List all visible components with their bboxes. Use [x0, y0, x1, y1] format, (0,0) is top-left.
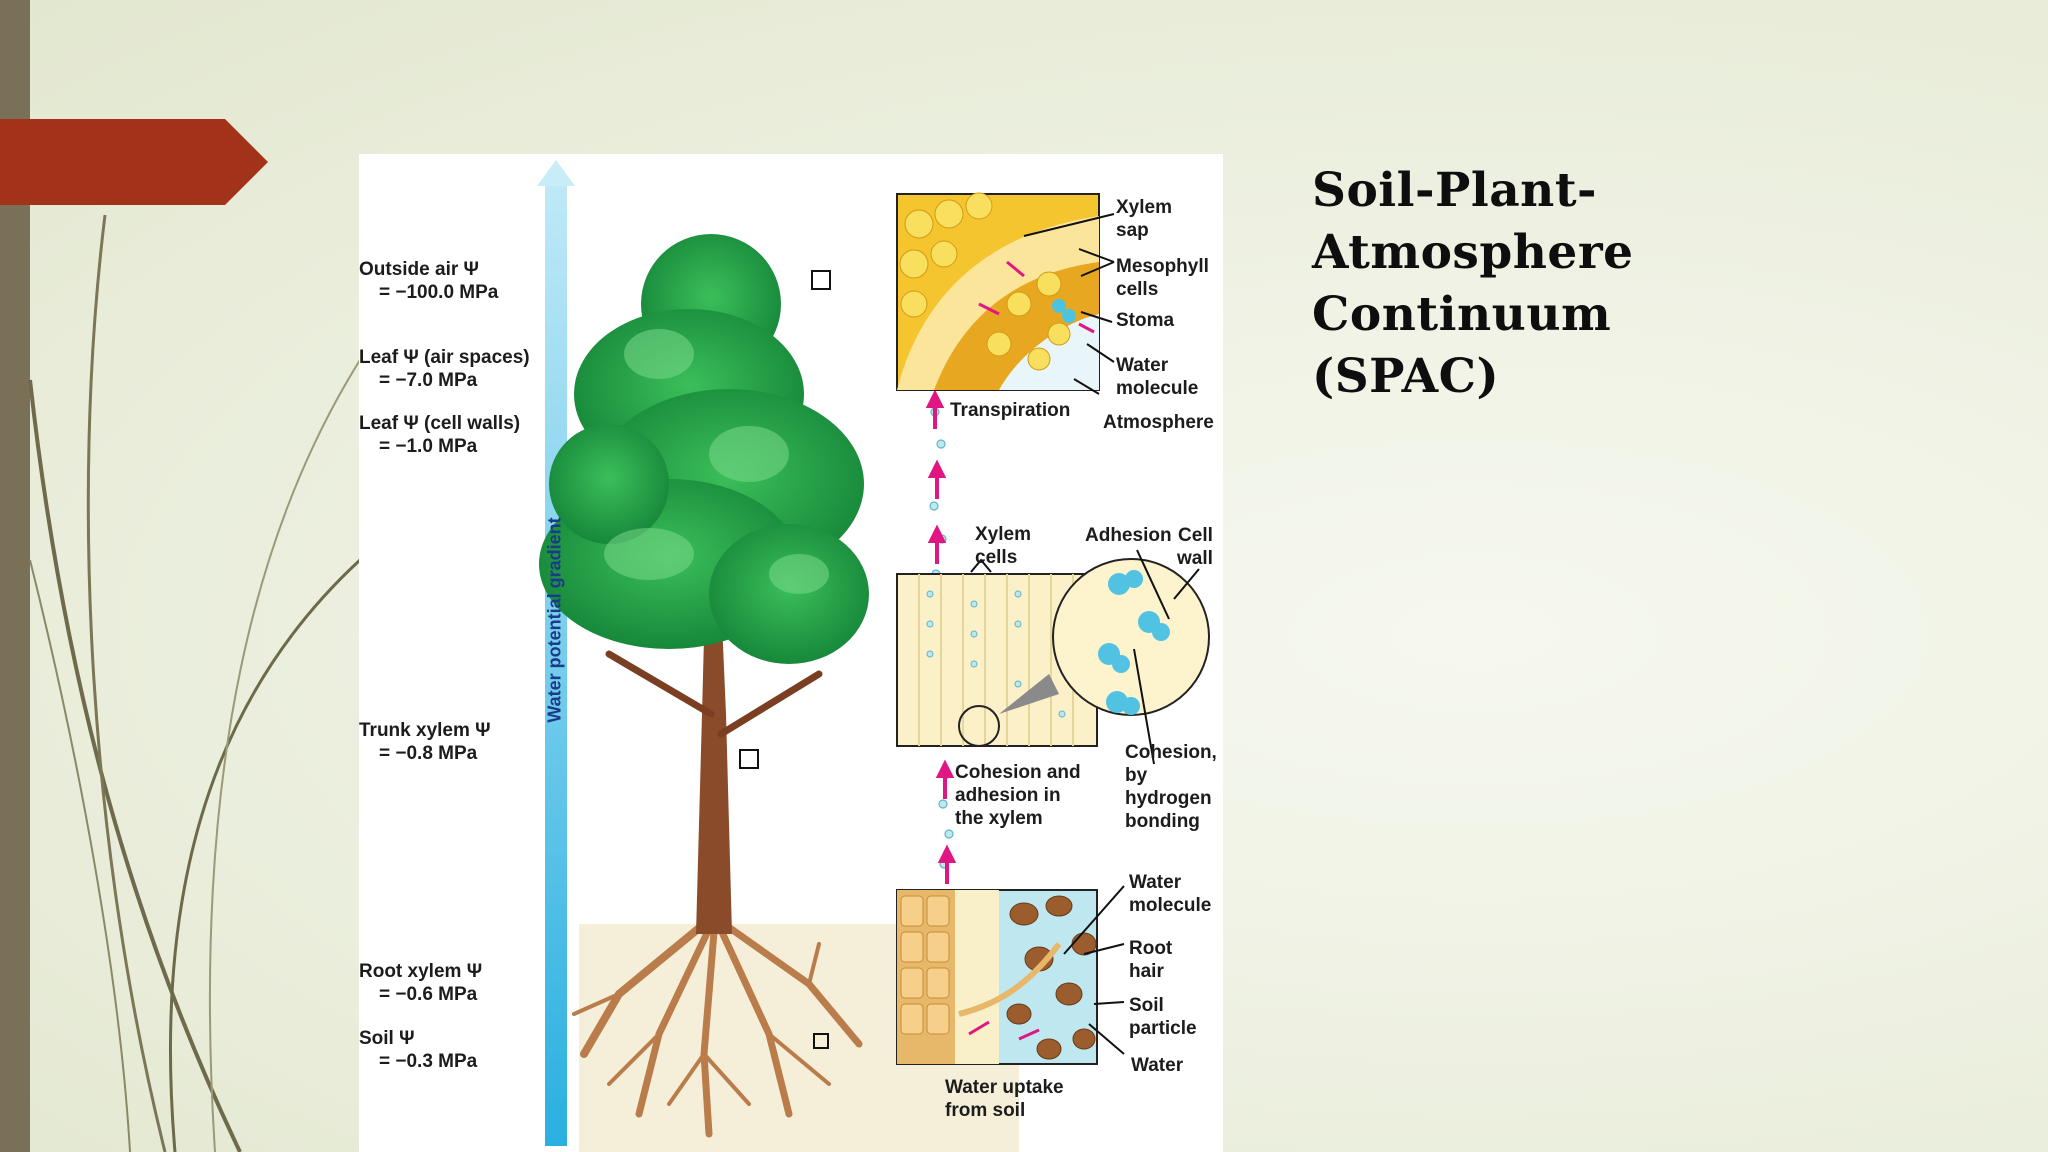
- potential-value-outside-air: = −100.0 MPa: [379, 282, 499, 303]
- leaf-panel: [896, 192, 1100, 391]
- spac-diagram: Outside air Ψ= −100.0 MPa Leaf Ψ (air sp…: [359, 154, 1223, 1152]
- potential-value-soil: = −0.3 MPa: [379, 1051, 478, 1072]
- caption-water-uptake: Water uptake from soil: [945, 1077, 1064, 1121]
- water-potential-arrow: [537, 160, 575, 1146]
- label-cohesion: Cohesion, by hydrogen bonding: [1125, 742, 1217, 832]
- potential-value-leaf-air-spaces: = −7.0 MPa: [379, 370, 478, 391]
- label-root-hair: Root hair: [1129, 938, 1173, 982]
- leaf-leader-lines: [1023, 213, 1115, 395]
- potential-value-trunk-xylem: = −0.8 MPa: [379, 743, 478, 764]
- label-xylem-cells: Xylem cells: [975, 524, 1031, 568]
- label-leaf-water-molecule: Water molecule: [1116, 355, 1199, 399]
- label-root-water-molecule: Water molecule: [1129, 872, 1212, 916]
- caption-cohesion-adhesion: Cohesion and adhesion in the xylem: [955, 762, 1081, 829]
- label-mesophyll-cells: Mesophyll cells: [1116, 256, 1209, 300]
- label-soil-particle: Soil particle: [1129, 995, 1197, 1039]
- potential-name-outside-air: Outside air Ψ: [359, 259, 479, 280]
- caption-transpiration: Transpiration: [950, 400, 1071, 421]
- tree-crown: [539, 234, 869, 664]
- label-stoma: Stoma: [1116, 310, 1175, 331]
- potential-name-root-xylem: Root xylem Ψ: [359, 961, 483, 982]
- trunk: [696, 484, 732, 934]
- water-potential-gradient-label: Water potential gradient: [544, 517, 565, 723]
- potential-name-leaf-air-spaces: Leaf Ψ (air spaces): [359, 347, 530, 368]
- label-adhesion: Adhesion: [1085, 525, 1172, 546]
- potential-name-trunk-xylem: Trunk xylem Ψ: [359, 720, 491, 741]
- xylem-leader-lines: [970, 549, 1200, 765]
- xylem-panel: [896, 558, 1210, 747]
- roots: [572, 920, 863, 1138]
- label-cell-wall: Cell wall: [1177, 525, 1213, 569]
- label-atmosphere: Atmosphere: [1103, 412, 1214, 433]
- root-panel: [896, 889, 1098, 1065]
- potential-name-soil: Soil Ψ: [359, 1028, 415, 1049]
- potential-value-root-xylem: = −0.6 MPa: [379, 984, 478, 1005]
- label-xylem-sap: Xylem sap: [1116, 197, 1172, 241]
- slide-title: Soil-Plant- Atmosphere Continuum (SPAC): [1312, 163, 1634, 404]
- potential-name-leaf-cell-walls: Leaf Ψ (cell walls): [359, 413, 521, 434]
- potential-value-leaf-cell-walls: = −1.0 MPa: [379, 436, 478, 457]
- label-water: Water: [1131, 1055, 1184, 1076]
- title-accent-arrow: [0, 119, 268, 205]
- root-leader-lines: [1063, 885, 1125, 1055]
